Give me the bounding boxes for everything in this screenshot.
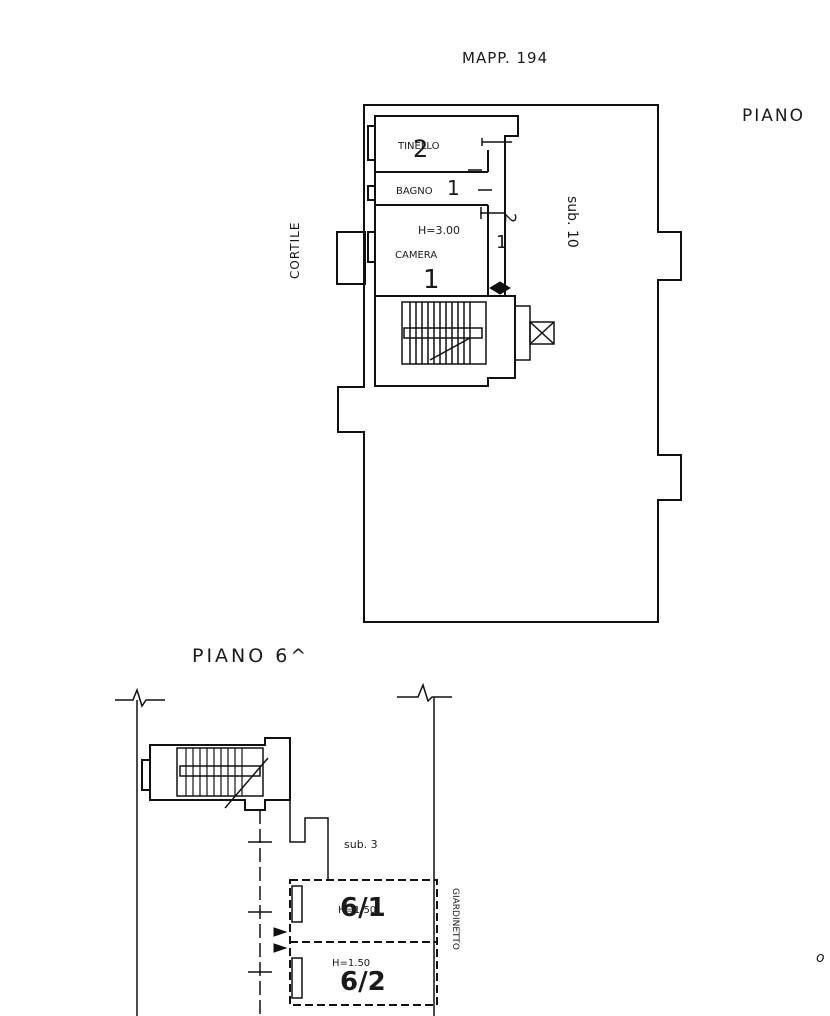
room-name-tinello: TINELLO [397,141,440,152]
cellar-code-6-1: 6/1 [340,893,386,923]
cellar-height-6-1: H=1.50 [338,905,376,916]
lower-corridor [248,800,329,1016]
upper-building-outline [336,104,682,623]
floor-label-right: PIANO [742,106,805,126]
upper-entrance-arrow [489,281,511,295]
lower-staircase-block [141,737,291,811]
floor-label-6: PIANO 6^ [192,645,309,667]
room-name-camera: CAMERA [395,250,437,261]
map-title: MAPP. 194 [462,49,548,67]
lower-cellars [273,879,438,1006]
handwritten-mark-2: 2 [501,213,520,223]
handwritten-mark-1: 1 [496,232,507,253]
upper-staircase [401,301,487,365]
upper-subunit-label: sub. 10 [564,196,580,248]
room-name-bagno: BAGNO [396,186,433,197]
lower-section-marks [115,682,452,1016]
room-number-bagno: 1 [447,176,460,200]
upper-apartment-outline [367,115,519,387]
room-number-tinello: 2 [413,135,428,163]
room-number-camera: 1 [423,265,440,295]
garden-label: GIARDINETTO [450,888,460,950]
cellar-height-6-2: H=1.50 [332,958,370,969]
courtyard-label: CORTILE [288,222,302,279]
lower-subunit-label: sub. 3 [344,838,378,851]
upper-wall-details [468,138,512,219]
upper-lift [515,305,555,361]
cellar-code-6-2: 6/2 [340,967,386,997]
edge-mark: o [816,950,825,966]
height-label: H=3.00 [418,224,460,237]
